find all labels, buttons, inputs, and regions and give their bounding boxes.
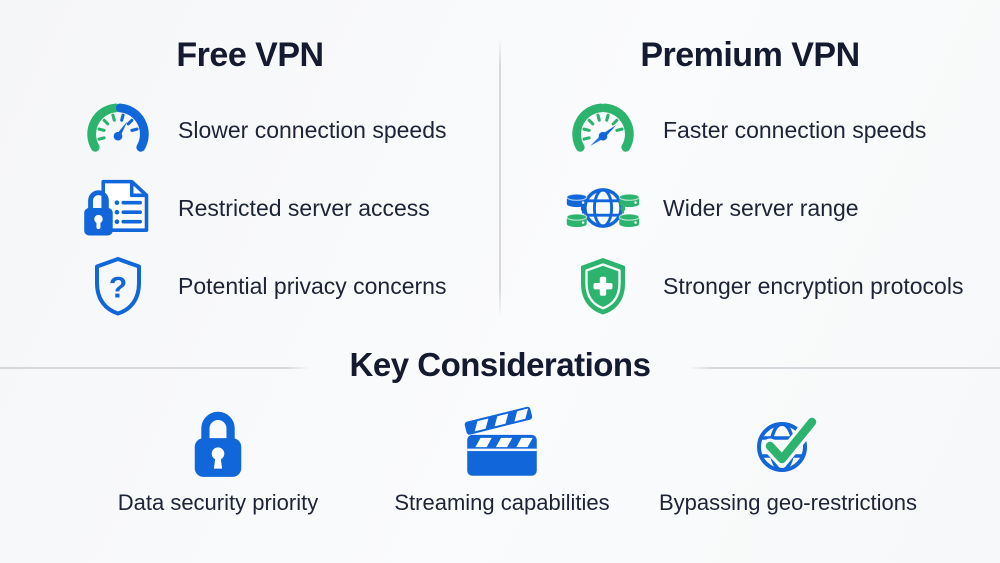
globe-check-icon	[746, 398, 830, 482]
clapperboard-icon	[457, 398, 547, 482]
key-considerations-title: Key Considerations	[349, 346, 651, 383]
premium-feature-row: Wider server range	[565, 174, 859, 242]
speedometer-slow-icon	[80, 97, 156, 163]
consideration-item: Data security priority	[68, 398, 368, 516]
premium-feature-row: Faster connection speeds	[565, 96, 926, 164]
consideration-item: Bypassing geo-restrictions	[628, 398, 948, 516]
consideration-label: Streaming capabilities	[394, 490, 610, 515]
shield-plus-icon	[565, 253, 641, 319]
svg-text:?: ?	[109, 272, 127, 305]
restricted-server-icon	[80, 175, 156, 241]
premium-vpn-title: Premium VPN	[640, 36, 860, 74]
free-vpn-title: Free VPN	[176, 36, 324, 74]
section-divider-left	[0, 367, 310, 369]
premium-feature-row: Stronger encryption protocols	[565, 252, 963, 320]
global-servers-icon	[565, 175, 641, 241]
feature-label: Potential privacy concerns	[178, 272, 447, 299]
free-feature-row: Restricted server access	[80, 174, 430, 242]
shield-question-icon: ?	[80, 253, 156, 319]
feature-label: Stronger encryption protocols	[663, 272, 964, 299]
feature-label: Faster connection speeds	[663, 116, 927, 143]
speedometer-fast-icon	[565, 97, 641, 163]
consideration-label: Data security priority	[117, 490, 319, 515]
free-feature-row: ? Potential privacy concerns	[80, 252, 446, 320]
column-divider	[499, 38, 501, 316]
consideration-item: Streaming capabilities	[352, 398, 652, 516]
feature-label: Restricted server access	[178, 194, 430, 221]
free-feature-row: Slower connection speeds	[80, 96, 447, 164]
padlock-icon	[187, 398, 249, 482]
feature-label: Wider server range	[663, 194, 859, 221]
consideration-label: Bypassing geo-restrictions	[658, 490, 917, 515]
feature-label: Slower connection speeds	[178, 116, 447, 143]
section-divider-right	[688, 367, 1000, 369]
